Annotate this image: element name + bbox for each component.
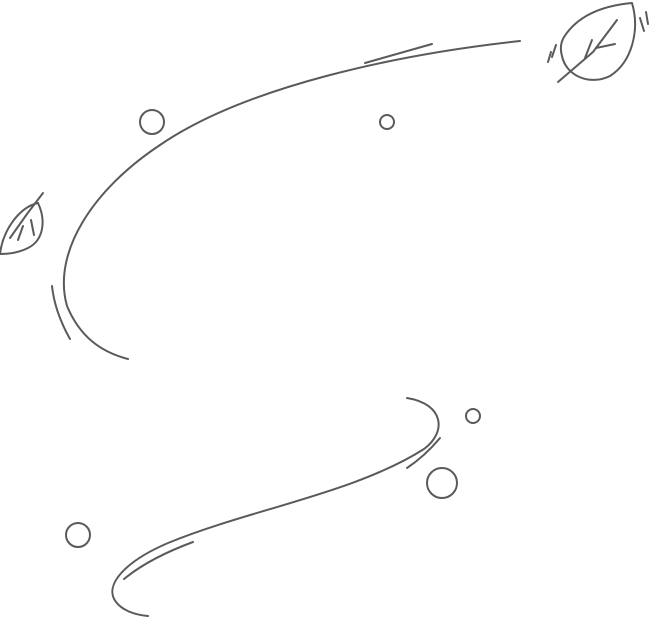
circle-dot bbox=[426, 467, 458, 499]
leaf-icon bbox=[547, 2, 649, 83]
circle-dot bbox=[379, 114, 395, 130]
leaf-icon bbox=[0, 192, 44, 255]
circle-dot bbox=[139, 109, 165, 135]
wind-swirl bbox=[51, 40, 521, 360]
circle-dot bbox=[465, 408, 481, 424]
wind-swirl bbox=[111, 397, 441, 617]
circle-dot bbox=[65, 522, 91, 548]
